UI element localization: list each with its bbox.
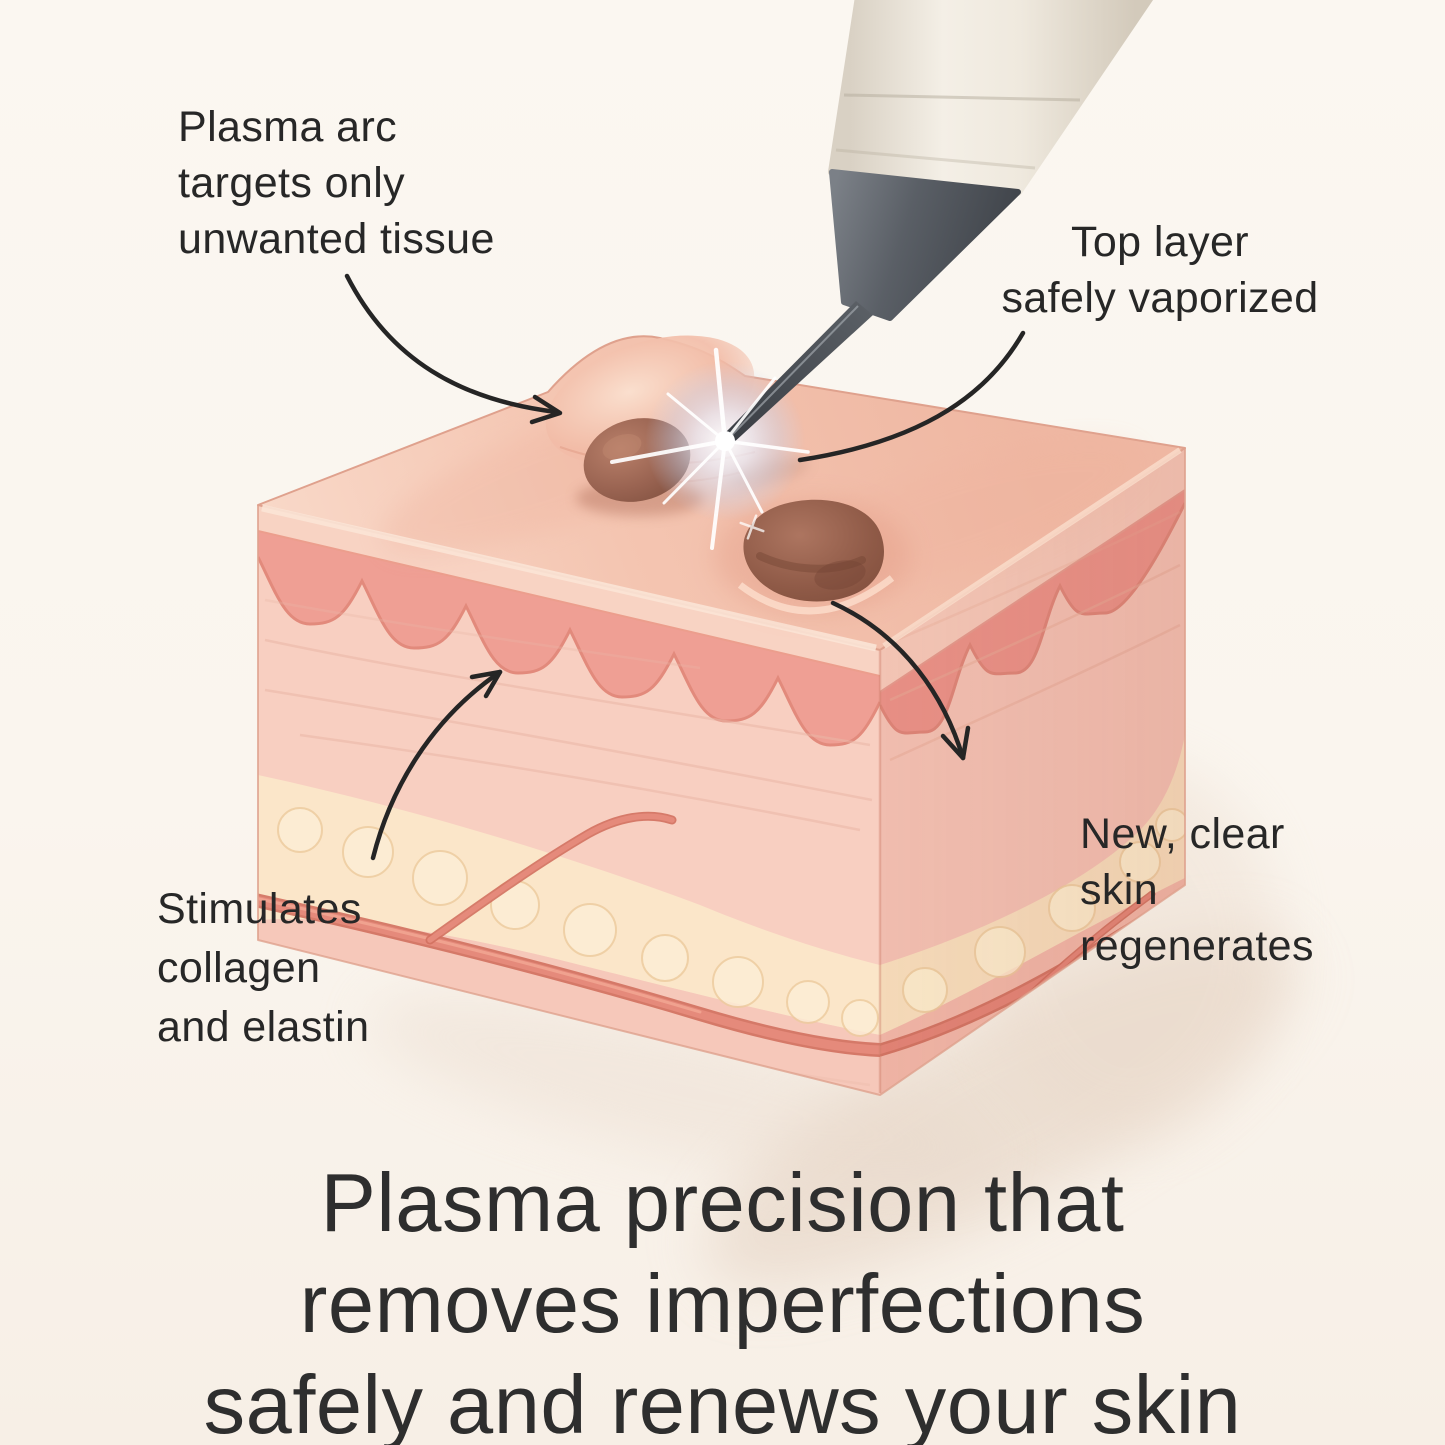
caption-line: Plasma precision that	[320, 1156, 1125, 1249]
label-line: collagen	[157, 944, 321, 992]
leader-top-layer	[797, 330, 1026, 463]
label-plasma-arc: Plasma arc targets only unwanted tissue	[178, 99, 495, 267]
hypodermis-front	[258, 918, 880, 1095]
caption-line: removes imperfections	[299, 1257, 1146, 1350]
label-new-skin: New, clear skin regenerates	[1080, 806, 1314, 974]
blood-vessels-front	[258, 811, 880, 1057]
label-line: targets only	[178, 159, 406, 207]
pen-needle	[722, 301, 873, 445]
plasma-pen	[610, 0, 1154, 550]
label-line: regenerates	[1080, 922, 1314, 970]
caption-line: safely and renews your skin	[203, 1358, 1242, 1445]
label-line: skin	[1080, 866, 1159, 914]
label-line: New, clear	[1080, 810, 1285, 858]
pen-tip-cone	[829, 169, 1021, 321]
pen-seam	[843, 93, 1081, 102]
arrow-plasma-arc	[344, 273, 563, 425]
dermis-texture	[264, 598, 873, 1087]
label-line: Stimulates	[157, 885, 362, 933]
arrow-new-skin	[830, 600, 971, 761]
flat-mole	[714, 498, 910, 615]
label-line: and elastin	[157, 1003, 370, 1051]
caption-headline: Plasma precision that removes imperfecti…	[0, 1152, 1445, 1445]
block-outline	[257, 448, 1186, 1096]
label-line: Top layer	[1070, 218, 1250, 266]
label-line: Plasma arc	[178, 103, 398, 151]
label-collagen: Stimulates collagen and elastin	[157, 880, 369, 1057]
spark-icon	[610, 347, 810, 550]
label-line: safely vaporized	[1001, 274, 1319, 322]
label-top-layer: Top layer safely vaporized	[960, 214, 1360, 326]
arrow-collagen	[370, 669, 503, 861]
label-line: unwanted tissue	[178, 215, 495, 263]
